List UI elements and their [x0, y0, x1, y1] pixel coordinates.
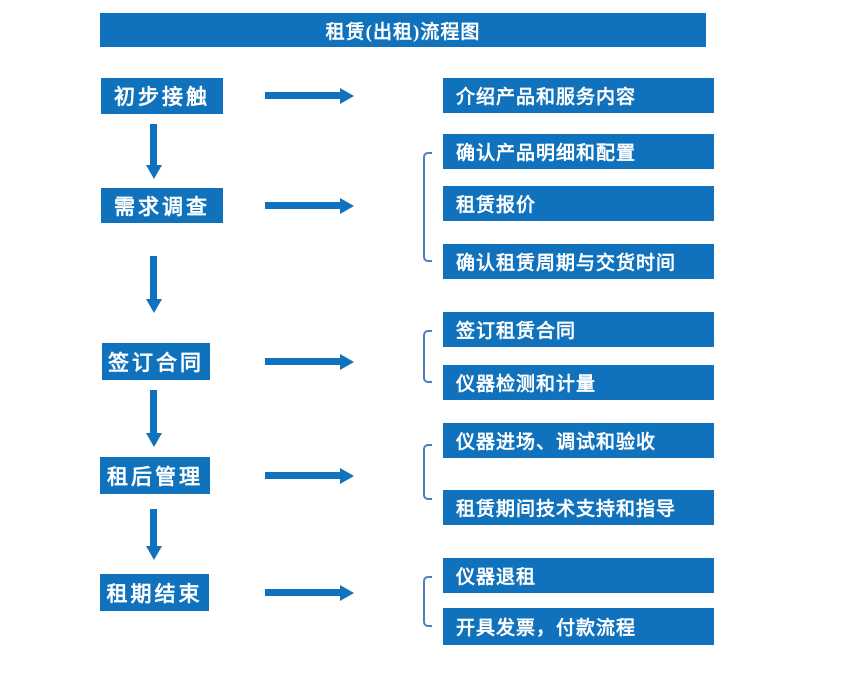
- chart-title-bar: 租赁(出租)流程图: [100, 13, 706, 47]
- detail-box: 仪器进场、调试和验收: [443, 423, 714, 458]
- right-arrow-icon: [265, 202, 340, 209]
- right-arrow-icon: [265, 589, 340, 596]
- step-box-demand-survey: 需求调查: [101, 188, 223, 223]
- chart-title: 租赁(出租)流程图: [325, 21, 481, 43]
- detail-box: 租赁期间技术支持和指导: [443, 490, 714, 525]
- step-box-initial-contact: 初步接触: [101, 78, 223, 114]
- detail-box: 确认租赁周期与交货时间: [443, 244, 714, 279]
- detail-box: 仪器检测和计量: [443, 365, 714, 400]
- group-bracket: [423, 444, 432, 500]
- detail-box: 确认产品明细和配置: [443, 134, 714, 169]
- step-box-post-rental-management: 租后管理: [100, 457, 210, 494]
- right-arrow-icon: [265, 472, 340, 479]
- detail-box: 介绍产品和服务内容: [443, 78, 714, 113]
- down-arrow-icon: [150, 124, 157, 165]
- step-box-contract-signing: 签订合同: [102, 343, 210, 380]
- group-bracket: [423, 576, 432, 627]
- group-bracket: [423, 330, 432, 383]
- detail-box: 签订租赁合同: [443, 312, 714, 347]
- detail-box: 租赁报价: [443, 186, 714, 221]
- group-bracket: [423, 152, 432, 262]
- detail-box: 开具发票，付款流程: [443, 608, 714, 645]
- right-arrow-icon: [265, 92, 340, 99]
- down-arrow-icon: [150, 256, 157, 299]
- down-arrow-icon: [150, 509, 157, 546]
- detail-box: 仪器退租: [443, 558, 714, 593]
- down-arrow-icon: [150, 390, 157, 433]
- step-box-rental-period-end: 租期结束: [100, 574, 209, 611]
- right-arrow-icon: [265, 358, 340, 365]
